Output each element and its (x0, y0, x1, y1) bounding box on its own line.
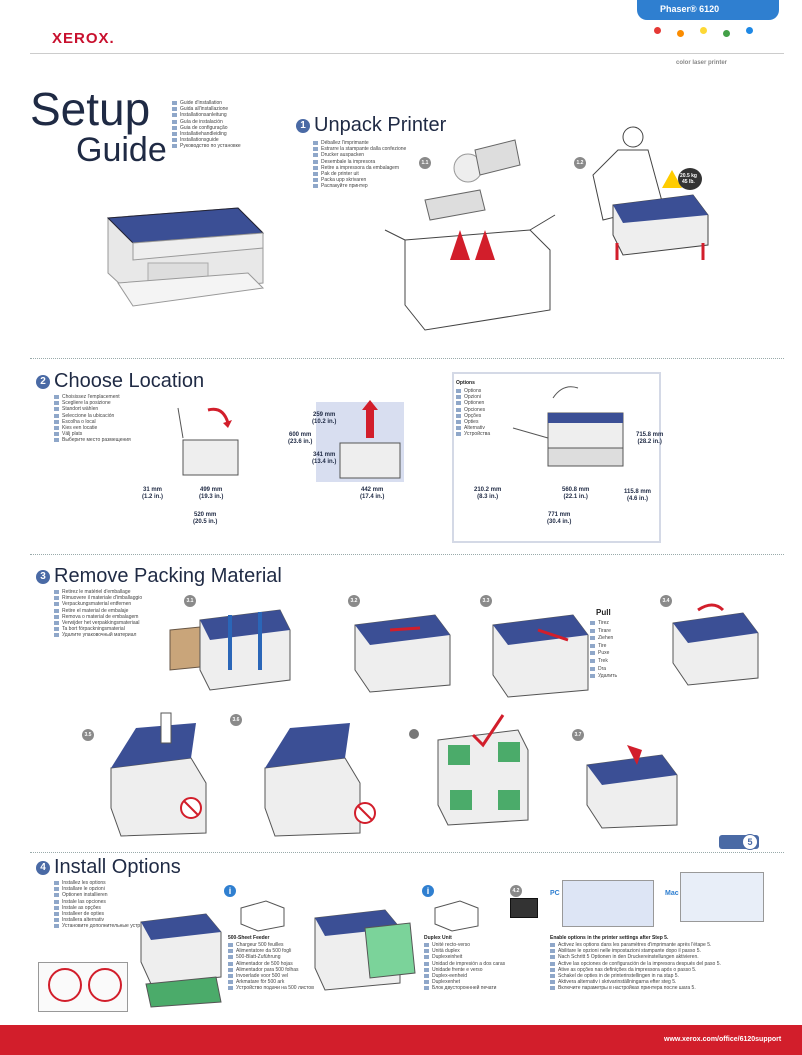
dim-771mm: 771 mm (30.4 in.) (547, 512, 572, 525)
unpack-box-illustration (384, 139, 556, 331)
front-clearance-diagram (339, 400, 401, 479)
step-3-3-illustration (492, 614, 589, 698)
color-dots (654, 27, 764, 37)
next-step-number: 5 (742, 834, 758, 850)
guide-title: Guide (76, 131, 167, 169)
options-clearance-diagram (512, 386, 624, 467)
support-url[interactable]: www.xerox.com/office/6120support (664, 1036, 782, 1043)
step-badge: 3.2 (348, 595, 360, 607)
section-divider (30, 554, 784, 555)
section-divider (30, 852, 784, 853)
duplex-title: Duplex Unit (424, 935, 452, 941)
step-badge: 4.2 (510, 885, 522, 897)
pc-label: PC (550, 890, 560, 897)
feeder-box-illustration (240, 900, 285, 932)
step-badge: 3.6 (230, 714, 242, 726)
color-dot (746, 27, 753, 34)
dim-560mm: 560.8 mm (22.1 in.) (562, 487, 590, 500)
dim-442mm: 442 mm (17.4 in.) (360, 487, 385, 500)
duplex-box-illustration (434, 900, 479, 932)
options-title: Options (456, 380, 475, 386)
dim-210mm: 210.2 mm (8.3 in.) (474, 487, 502, 500)
section-number: 4 (36, 861, 50, 875)
step-badge: 3.4 (660, 595, 672, 607)
no-tool-icon (48, 968, 82, 1002)
header-divider (30, 53, 784, 54)
dim-259mm: 259 mm (10.2 in.) (312, 412, 337, 425)
dim-499mm: 499 mm (19.3 in.) (199, 487, 224, 500)
product-tab (637, 0, 779, 20)
section-number: 1 (296, 119, 310, 133)
section-number: 3 (36, 570, 50, 584)
step-badge: 3.5 (82, 729, 94, 741)
setup-title: Setup (30, 83, 151, 135)
step-badge: 3.7 (572, 729, 584, 741)
feeder-illustration (140, 913, 222, 1008)
dim-520mm: 520 mm (20.5 in.) (193, 512, 218, 525)
dim-715mm: 715.8 mm (28.2 in.) (636, 432, 664, 445)
step-badge: 1.1 (419, 157, 431, 169)
dim-341mm: 341 mm (13.4 in.) (312, 452, 337, 465)
mac-screenshot (680, 872, 764, 922)
enable-title: Enable options in the printer settings a… (550, 935, 669, 941)
duplex-illustration (314, 909, 416, 991)
computer-icon (510, 898, 538, 918)
color-dot (723, 30, 730, 37)
step-3-7-illustration (437, 714, 529, 826)
color-dot (654, 27, 661, 34)
section-divider (30, 358, 784, 359)
tagline: color laser printer (676, 60, 728, 66)
printer-hero-illustration (106, 207, 265, 307)
info-icon: i (422, 885, 434, 897)
dim-31mm: 31 mm (1.2 in.) (142, 487, 164, 500)
enable-translations: Activez les options dans les paramètres … (550, 942, 721, 992)
pc-screenshot (562, 880, 654, 927)
xerox-logo: XEROX. (52, 30, 115, 47)
info-icon: i (224, 885, 236, 897)
step-3-8-illustration (586, 745, 678, 829)
feeder-title: 500-Sheet Feeder (228, 935, 270, 941)
section-number: 2 (36, 375, 50, 389)
side-clearance-diagram (177, 407, 239, 476)
color-dot (700, 27, 707, 34)
footer-bar (0, 1025, 802, 1055)
step-3-5-illustration (110, 712, 207, 837)
step-badge: 1.2 (574, 157, 586, 169)
pull-title: Pull (596, 608, 611, 617)
step-badge: 3.3 (480, 595, 492, 607)
step-3-4-illustration (672, 603, 759, 686)
no-tool-icon (88, 968, 122, 1002)
weight-warning: 20.5 kg 45 lb. (662, 164, 702, 194)
options-dims-panel (452, 372, 661, 543)
step-3-2-illustration (354, 614, 451, 693)
step-dot (409, 729, 419, 739)
dim-600mm: 600 mm (23.6 in.) (288, 432, 313, 445)
color-dot (677, 30, 684, 37)
step-badge: 3.1 (184, 595, 196, 607)
product-name: Phaser® 6120 (660, 4, 720, 14)
step-3-1-illustration (169, 609, 291, 691)
mac-label: Mac (665, 890, 679, 897)
lift-printer-illustration (592, 126, 709, 260)
dim-115mm: 115.8 mm (4.6 in.) (624, 489, 652, 502)
step-3-6-illustration (264, 723, 376, 837)
